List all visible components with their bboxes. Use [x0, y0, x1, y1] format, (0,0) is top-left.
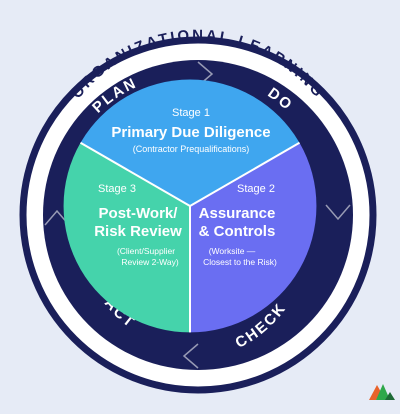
stage1-number: Stage 1 [172, 107, 210, 119]
stage3-title-line2: Risk Review [94, 223, 182, 240]
stage3-number: Stage 3 [98, 183, 136, 195]
stage1-note: (Contractor Prequalifications) [133, 144, 250, 154]
stage2-note-line2: Closest to the Risk) [203, 257, 277, 267]
stage2-note-line1: (Worksite — [209, 246, 256, 256]
stage3-sector [63, 142, 190, 333]
mountain-peaks-logo [369, 384, 395, 400]
stage3-note-line1: (Client/Supplier [117, 246, 175, 256]
stage3-note-line2: Review 2-Way) [121, 257, 178, 267]
stage-sectors [63, 79, 317, 333]
stage1-title: Primary Due Diligence [111, 124, 270, 141]
stage2-number: Stage 2 [237, 183, 275, 195]
stage2-title-line1: Assurance [199, 205, 276, 222]
stage2-title-line2: & Controls [199, 223, 276, 240]
stage3-title-line1: Post-Work/ [99, 205, 179, 222]
stage2-sector [190, 142, 317, 333]
